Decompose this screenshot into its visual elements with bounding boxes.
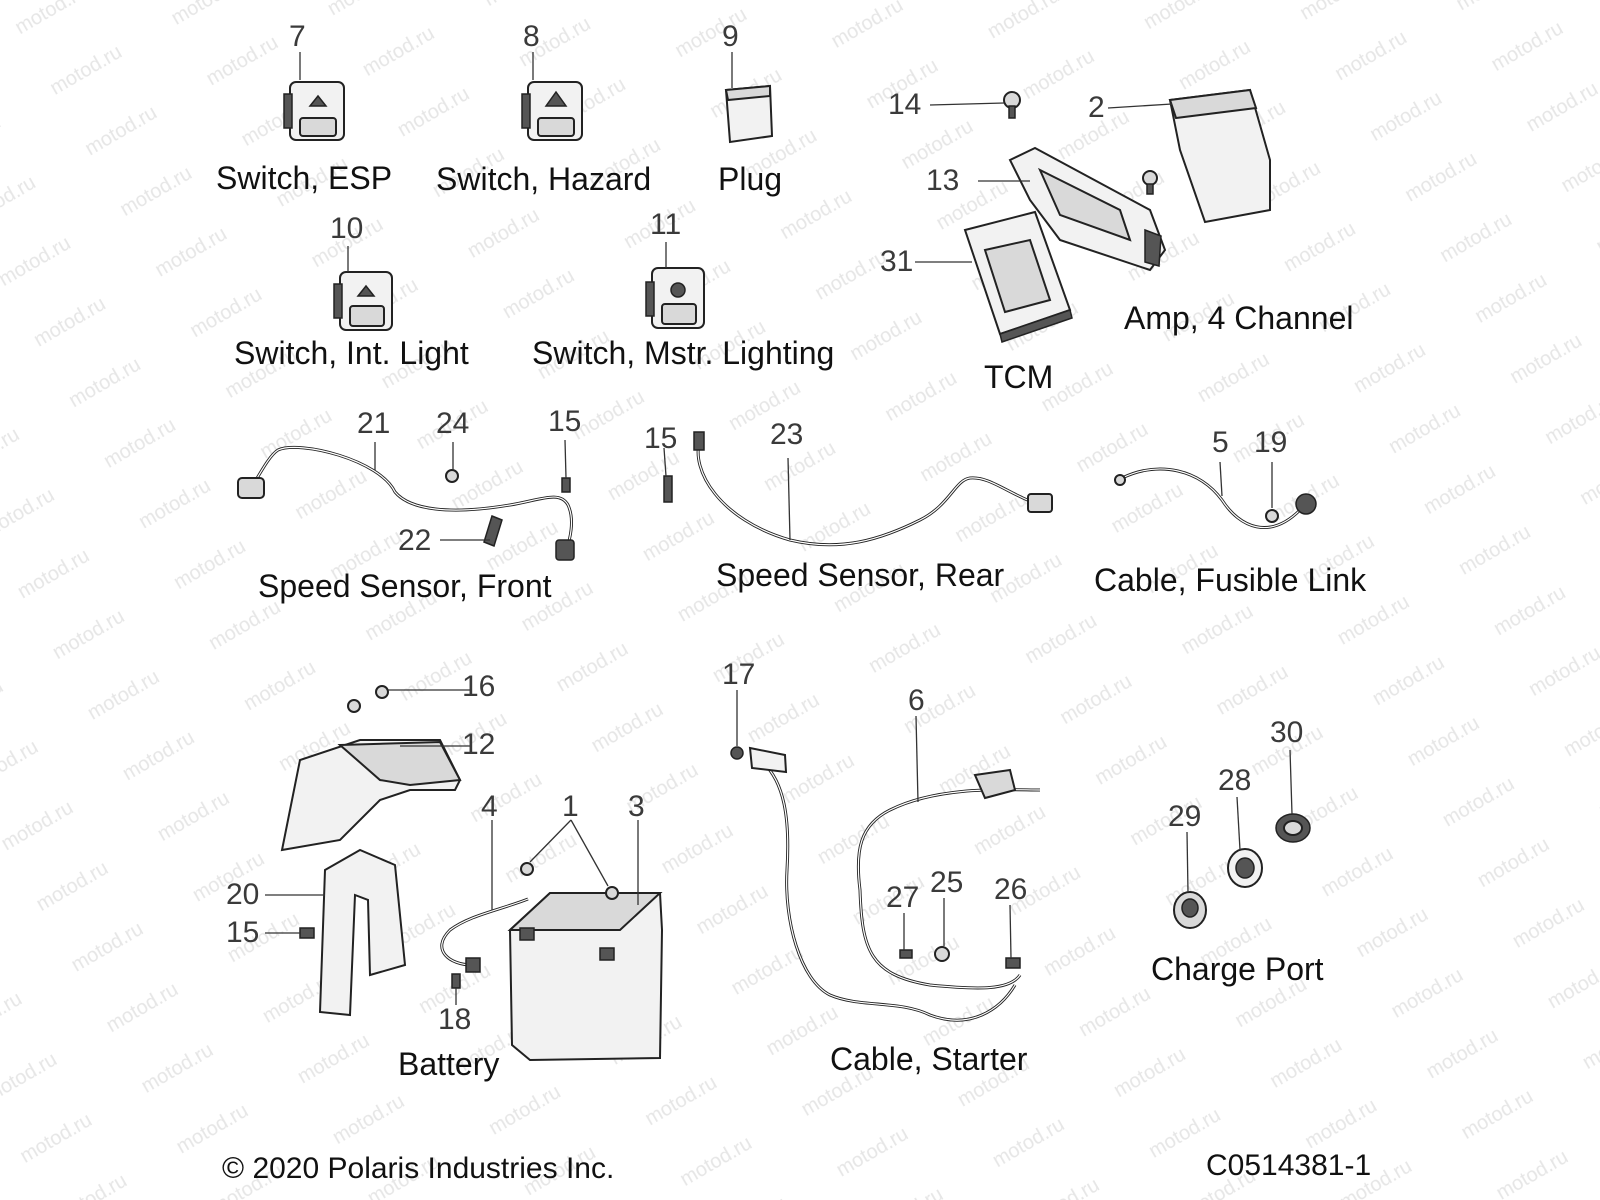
callout-11: 11 bbox=[650, 208, 682, 241]
callout-10: 10 bbox=[330, 212, 364, 245]
cable-fusible-link-part bbox=[1114, 467, 1317, 529]
tcm-part bbox=[963, 210, 1073, 343]
callout-17: 17 bbox=[722, 658, 756, 691]
screw-14-part bbox=[1003, 91, 1021, 119]
callout-19: 19 bbox=[1254, 426, 1288, 459]
callout-30: 30 bbox=[1270, 716, 1304, 749]
callout-28: 28 bbox=[1218, 764, 1252, 797]
callout-12: 12 bbox=[462, 728, 496, 761]
label-cable-starter: Cable, Starter bbox=[830, 1041, 1028, 1077]
callout-29: 29 bbox=[1168, 800, 1202, 833]
speed-sensor-front-part bbox=[237, 445, 575, 561]
callout-27: 27 bbox=[886, 881, 920, 914]
battery-part bbox=[507, 862, 664, 1062]
label-charge-port: Charge Port bbox=[1151, 951, 1324, 987]
leader-29 bbox=[1186, 831, 1189, 893]
leader-30 bbox=[1289, 749, 1293, 815]
callout-14: 14 bbox=[888, 88, 922, 121]
switch-hazard-part bbox=[521, 81, 583, 141]
leader-5 bbox=[1219, 461, 1223, 497]
callout-5: 5 bbox=[1212, 426, 1229, 459]
callout-7: 7 bbox=[289, 20, 306, 53]
leader-15b bbox=[663, 447, 667, 477]
callout-26: 26 bbox=[994, 873, 1028, 906]
battery-cover-part bbox=[280, 685, 462, 852]
callout-25: 25 bbox=[930, 866, 964, 899]
leader-1a bbox=[529, 819, 572, 863]
callout-1: 1 bbox=[562, 790, 579, 823]
footer-copyright: © 2020 Polaris Industries Inc. bbox=[222, 1152, 615, 1185]
label-switch-int-light: Switch, Int. Light bbox=[234, 335, 469, 371]
footer-diagram-code: C0514381-1 bbox=[1206, 1149, 1372, 1182]
callout-2: 2 bbox=[1088, 91, 1105, 124]
label-switch-hazard: Switch, Hazard bbox=[436, 161, 652, 197]
label-switch-esp: Switch, ESP bbox=[216, 160, 393, 196]
amp-4-channel-part bbox=[1168, 88, 1271, 224]
amp-bracket-part bbox=[1008, 146, 1167, 272]
switch-int-light-part bbox=[333, 271, 393, 331]
label-plug: Plug bbox=[718, 161, 783, 197]
screw-14b-part bbox=[1142, 170, 1158, 195]
label-tcm: TCM bbox=[984, 359, 1054, 395]
leader-14 bbox=[929, 102, 1005, 106]
callout-6: 6 bbox=[908, 684, 925, 717]
callout-23: 23 bbox=[770, 418, 804, 451]
label-speed-sensor-rear: Speed Sensor, Rear bbox=[716, 557, 1005, 593]
callout-8: 8 bbox=[523, 20, 540, 53]
switch-esp-part bbox=[283, 81, 345, 141]
leader-1b bbox=[570, 819, 609, 887]
callout-15-front: 15 bbox=[548, 405, 582, 438]
callout-13: 13 bbox=[926, 164, 960, 197]
callout-15-battery: 15 bbox=[226, 916, 260, 949]
cable-starter-part bbox=[730, 746, 1041, 1022]
speed-sensor-rear-part bbox=[663, 431, 1053, 547]
label-speed-sensor-front: Speed Sensor, Front bbox=[258, 568, 552, 604]
plug-part bbox=[724, 84, 774, 144]
callout-16: 16 bbox=[462, 670, 496, 703]
label-switch-mstr-lighting: Switch, Mstr. Lighting bbox=[532, 335, 835, 371]
charge-port-part bbox=[1173, 813, 1311, 929]
leader-23 bbox=[787, 457, 791, 541]
callout-4: 4 bbox=[481, 790, 498, 823]
leader-28 bbox=[1236, 796, 1241, 851]
callout-22: 22 bbox=[398, 524, 432, 557]
callout-9: 9 bbox=[722, 20, 739, 53]
callout-3: 3 bbox=[628, 790, 645, 823]
leader-2 bbox=[1107, 103, 1173, 109]
leader-15a bbox=[564, 439, 567, 479]
label-battery: Battery bbox=[398, 1046, 500, 1082]
callout-24: 24 bbox=[436, 407, 470, 440]
switch-mstr-lighting-part bbox=[645, 267, 705, 329]
callout-18: 18 bbox=[438, 1003, 472, 1036]
label-cable-fusible-link: Cable, Fusible Link bbox=[1094, 562, 1367, 598]
callout-15-rear: 15 bbox=[644, 422, 678, 455]
callout-31: 31 bbox=[880, 245, 914, 278]
callout-20: 20 bbox=[226, 878, 260, 911]
leader-6 bbox=[915, 715, 919, 803]
label-amp-4-channel: Amp, 4 Channel bbox=[1124, 300, 1354, 336]
leader-26 bbox=[1009, 904, 1012, 959]
callout-21: 21 bbox=[357, 407, 391, 440]
